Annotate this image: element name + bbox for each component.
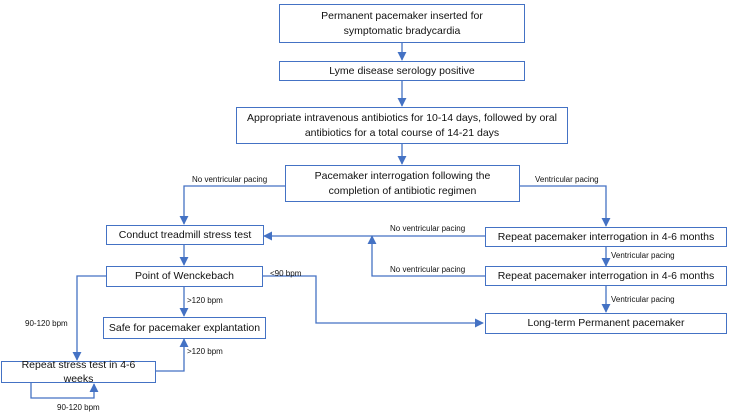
label-gt120-a: >120 bpm	[187, 296, 223, 305]
label-90-120-a: 90-120 bpm	[25, 319, 68, 328]
node-interrogation: Pacemaker interrogation following the co…	[285, 165, 520, 202]
edge-repeatstress-to-safe	[156, 338, 189, 372]
node-lyme-positive: Lyme disease serology positive	[279, 61, 525, 81]
node-treadmill: Conduct treadmill stress test	[106, 225, 264, 245]
node-repeat-stress: Repeat stress test in 4-6 weeks	[1, 359, 156, 385]
edge-repeatstress-loop	[30, 383, 99, 399]
label-vp-right: Ventricular pacing	[535, 175, 599, 184]
label-vp-rep2: Ventricular pacing	[611, 295, 675, 304]
node-antibiotics: Appropriate intravenous antibiotics for …	[236, 107, 568, 144]
label-no-vp-rep2: No ventricular pacing	[390, 265, 466, 274]
node-repeat-interrogation-1: Repeat pacemaker interrogation in 4-6 mo…	[485, 227, 727, 247]
edge-interrogation-to-treadmill	[179, 185, 285, 225]
label-90-120-b: 90-120 bpm	[57, 403, 100, 412]
node-pacemaker-inserted: Permanent pacemaker inserted for symptom…	[279, 4, 525, 43]
label-gt120-b: >120 bpm	[187, 347, 223, 356]
node-safe-explant: Safe for pacemaker explantation	[103, 317, 266, 339]
label-no-vp-rep1: No ventricular pacing	[390, 224, 466, 233]
label-no-vp-left: No ventricular pacing	[192, 175, 268, 184]
label-lt90: <90 bpm	[270, 269, 302, 278]
node-long-term: Long-term Permanent pacemaker	[485, 313, 727, 334]
edge-repeat2-to-treadmill	[367, 235, 485, 277]
edge-wenckebach-to-longterm	[263, 275, 484, 328]
node-repeat-interrogation-2: Repeat pacemaker interrogation in 4-6 mo…	[485, 266, 727, 286]
edge-interrogation-to-repeat1	[520, 185, 611, 227]
node-wenckebach: Point of Wenckebach	[106, 266, 263, 287]
label-vp-rep1: Ventricular pacing	[611, 251, 675, 260]
